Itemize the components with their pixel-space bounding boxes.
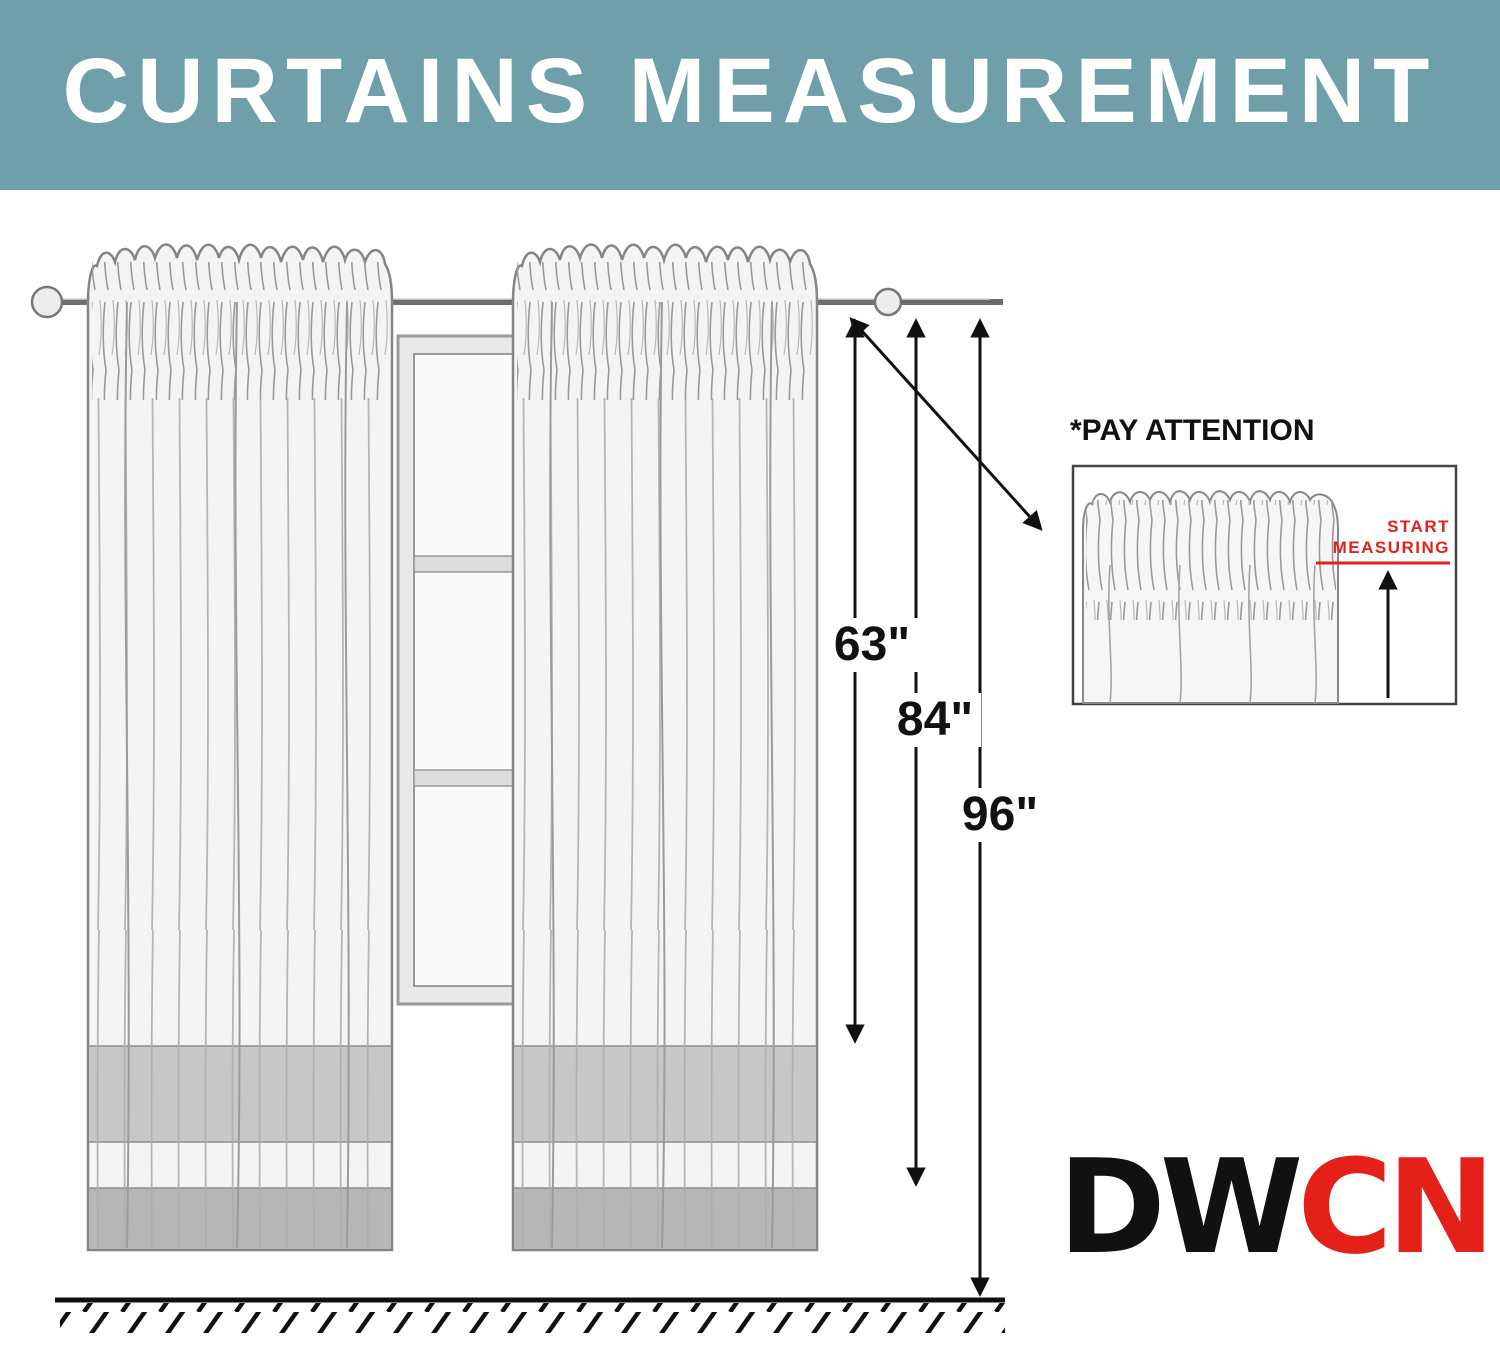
curtain-panel-right [511, 243, 819, 1252]
inset-curtain-closeup [1082, 490, 1339, 704]
rod-finial-right [873, 287, 903, 317]
label-84-inch: 84" [897, 693, 973, 746]
rod-finial-left [30, 285, 64, 319]
pay-attention-inset: *PAY ATTENTION START MEASURING [1070, 414, 1458, 706]
label-96-inch: 96" [962, 788, 1038, 841]
floor [55, 1297, 1005, 1333]
start-measuring-label-line1: START [1387, 517, 1450, 536]
floor-hatching [60, 1303, 1005, 1333]
label-63-inch: 63" [834, 618, 910, 671]
label-bg [954, 788, 1046, 842]
curtain-panel-left [86, 243, 394, 1252]
window-mullion [413, 555, 517, 573]
start-measuring-label-line2: MEASURING [1333, 538, 1450, 557]
page-title: CURTAINS MEASUREMENT [63, 40, 1438, 142]
brand-logo-black-part: DW [1058, 1131, 1300, 1283]
measurement-labels: 63" 84" 96" [826, 618, 1046, 842]
brand-logo: DWCN [1058, 1131, 1490, 1283]
label-bg [889, 693, 981, 747]
window-mullion [413, 769, 517, 787]
brand-logo-red-part: CN [1297, 1131, 1489, 1283]
banner-background [0, 0, 1500, 190]
window [396, 334, 534, 1006]
arrow-to-inset [849, 317, 1043, 531]
pay-attention-label: *PAY ATTENTION [1070, 414, 1314, 447]
header-banner: CURTAINS MEASUREMENT [0, 0, 1500, 190]
window-panes [413, 353, 517, 987]
label-bg [826, 618, 918, 672]
